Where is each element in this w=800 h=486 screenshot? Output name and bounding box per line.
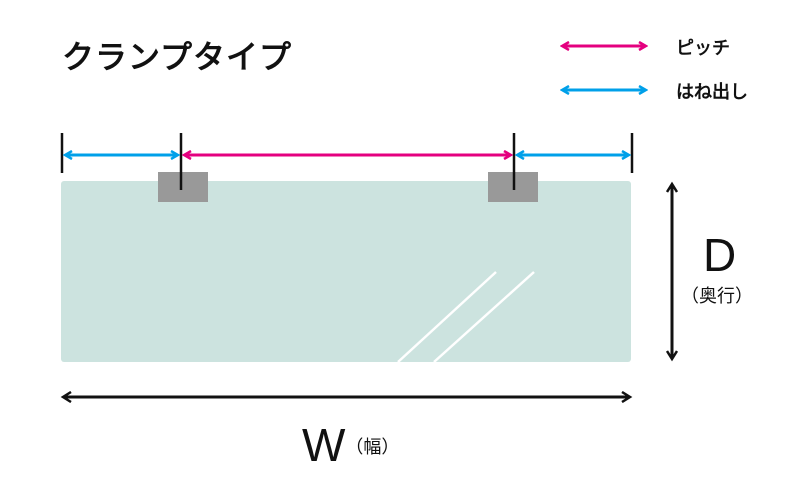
width-label: （幅） [345,437,400,458]
clamp-left [158,172,208,202]
diagram-title: クランプタイプ [62,38,293,76]
glare-line [397,271,497,363]
depth-letter: D [703,229,737,281]
glare-line [433,271,535,363]
width-label-group: W（幅） [302,418,399,472]
legend-overhang-label: はね出し [676,82,748,103]
glass-shelf [61,181,631,362]
depth-label: （奥行） [681,286,753,307]
legend-pitch-label: ピッチ [676,38,730,59]
width-letter: W [302,419,346,471]
